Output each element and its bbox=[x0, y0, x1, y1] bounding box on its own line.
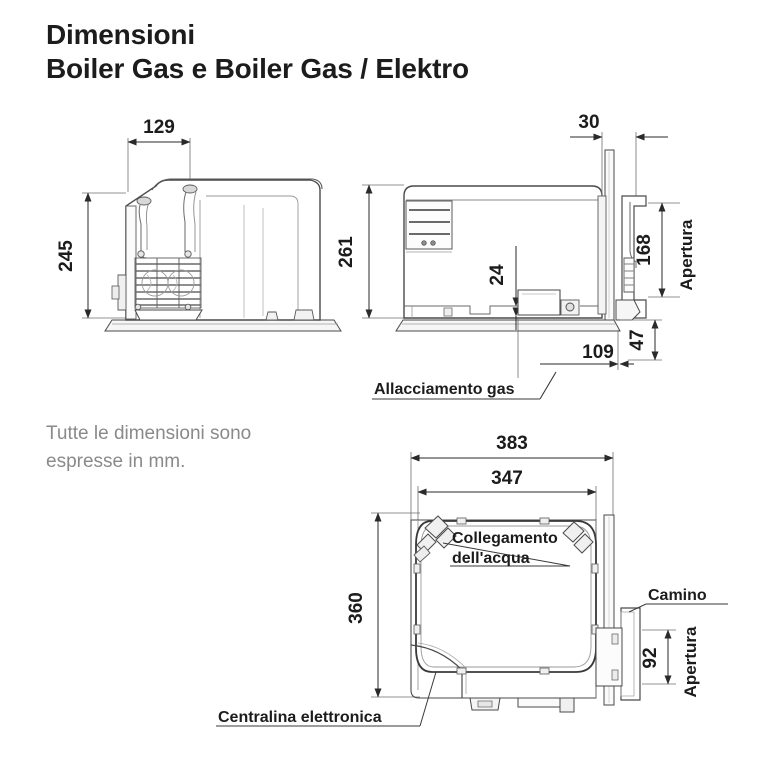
front-left-panel bbox=[111, 205, 137, 320]
side-chimney-cowl bbox=[615, 195, 647, 321]
view-front: 129 245 bbox=[56, 117, 342, 332]
dim-label-129: 129 bbox=[143, 117, 175, 138]
front-vent-grille bbox=[134, 257, 202, 311]
top-mounting-tabs bbox=[413, 517, 599, 675]
callout-chimney: Camino bbox=[628, 587, 728, 613]
dim-label-383: 383 bbox=[496, 433, 528, 454]
callout-label-water-2: dell'acqua bbox=[452, 550, 530, 567]
front-right-foot bbox=[265, 309, 315, 321]
top-tank-body bbox=[415, 520, 597, 673]
front-burner-hood bbox=[136, 184, 198, 259]
top-water-fittings bbox=[413, 515, 457, 563]
view-top: 383 347 360 bbox=[216, 433, 728, 727]
aperture-label-top: Apertura bbox=[681, 626, 700, 697]
front-base-taper bbox=[134, 309, 203, 321]
front-dim-245: 245 bbox=[56, 192, 126, 319]
dim-label-261: 261 bbox=[336, 236, 357, 268]
title-line-1: Dimensioni bbox=[46, 19, 195, 50]
units-note-line-2: espresse in mm. bbox=[46, 451, 186, 472]
dim-label-47: 47 bbox=[627, 329, 648, 350]
callout-label-control-unit: Centralina elettronica bbox=[218, 709, 382, 726]
side-dim-109: 109 bbox=[517, 318, 634, 378]
dim-label-30: 30 bbox=[578, 112, 599, 133]
dim-label-92: 92 bbox=[640, 647, 661, 668]
callout-label-gas: Allacciamento gas bbox=[374, 381, 515, 398]
side-dim-168: 168 Apertura bbox=[634, 202, 696, 298]
dim-label-347: 347 bbox=[491, 468, 523, 489]
side-louver-panel bbox=[405, 200, 453, 253]
side-gas-connection bbox=[517, 289, 580, 316]
dim-label-245: 245 bbox=[56, 240, 77, 272]
side-flue-wall bbox=[597, 149, 615, 321]
side-dim-261: 261 bbox=[336, 184, 404, 319]
callout-gas-connection: Allacciamento gas bbox=[372, 371, 557, 400]
side-dim-47: 47 bbox=[620, 319, 662, 361]
aperture-label-side: Apertura bbox=[677, 219, 696, 290]
top-dim-347: 347 bbox=[417, 468, 597, 524]
top-dim-383: 383 bbox=[410, 433, 614, 520]
callout-water-connection: Collegamento dell'acqua bbox=[442, 530, 571, 567]
page-title: Dimensioni Boiler Gas e Boiler Gas / Ele… bbox=[46, 18, 736, 86]
dim-label-109: 109 bbox=[582, 342, 614, 363]
top-dim-360: 360 bbox=[346, 512, 420, 698]
callout-label-chimney: Camino bbox=[648, 587, 707, 604]
view-side: 261 bbox=[336, 112, 696, 400]
callout-control-unit: Centralina elettronica bbox=[216, 671, 437, 727]
side-floor-plate bbox=[395, 319, 621, 332]
top-chimney-block bbox=[595, 607, 641, 701]
units-note-line-1: Tutte le dimensioni sono bbox=[46, 423, 252, 444]
units-note: Tutte le dimensioni sono espresse in mm. bbox=[46, 420, 366, 476]
dim-label-360: 360 bbox=[346, 592, 367, 624]
dim-label-24: 24 bbox=[487, 264, 508, 286]
dim-label-168: 168 bbox=[634, 234, 655, 266]
side-dim-24: 24 bbox=[487, 246, 520, 330]
top-right-fittings bbox=[562, 521, 594, 554]
front-floor-plate bbox=[104, 319, 342, 332]
callout-label-water-1: Collegamento bbox=[452, 530, 558, 547]
title-line-2: Boiler Gas e Boiler Gas / Elektro bbox=[46, 53, 469, 84]
side-dim-30: 30 bbox=[570, 112, 668, 200]
top-bottom-feet bbox=[469, 697, 575, 713]
top-dim-92: 92 Apertura bbox=[640, 626, 700, 697]
